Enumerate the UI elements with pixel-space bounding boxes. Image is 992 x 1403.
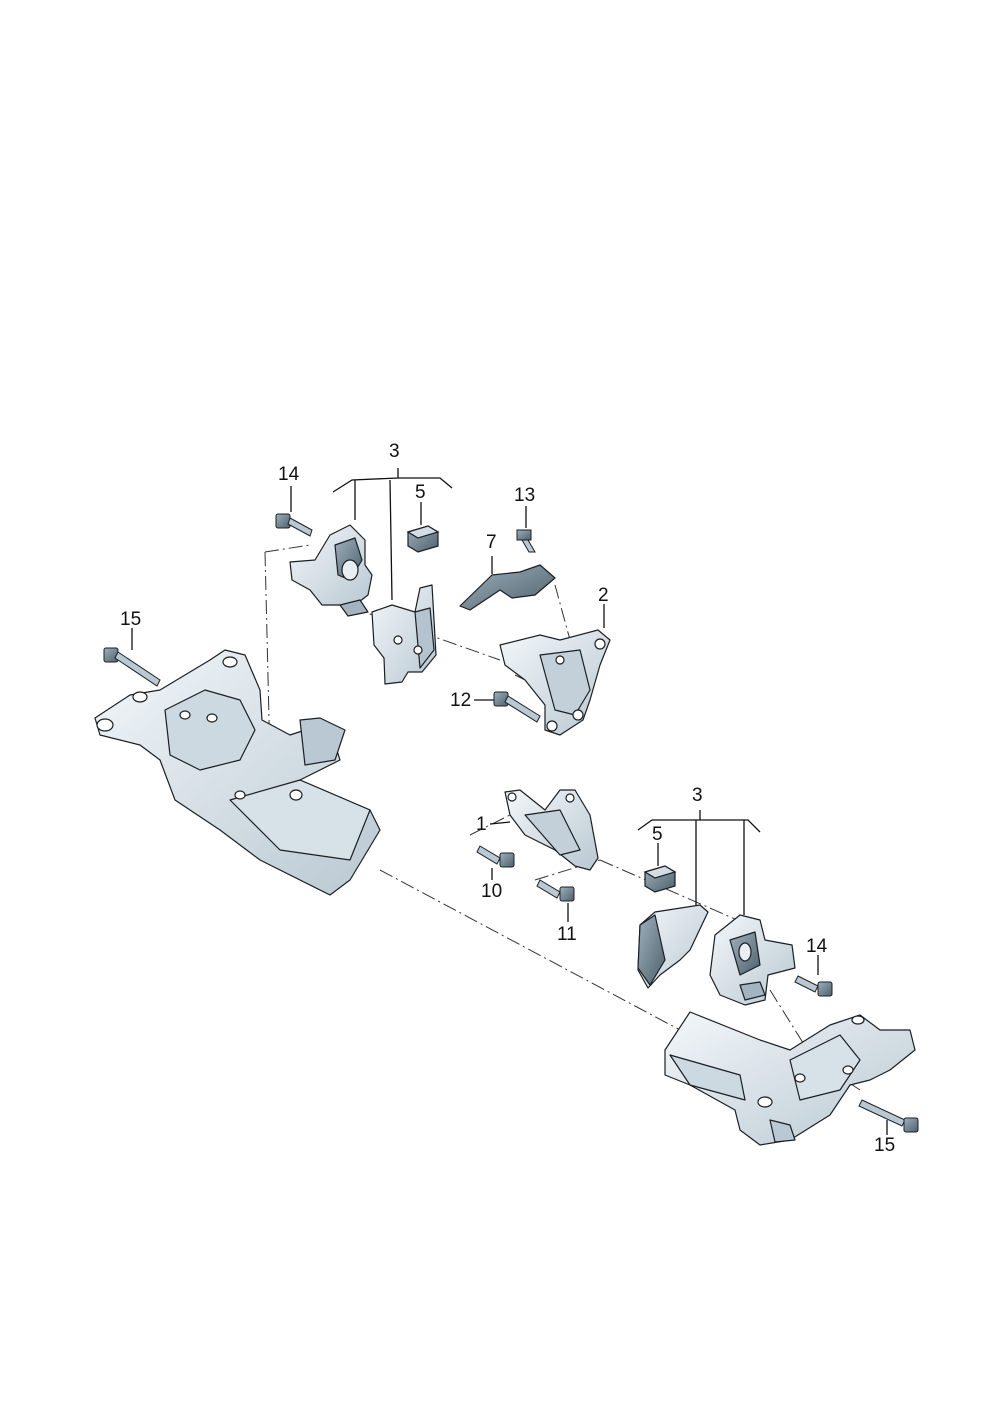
right-subframe <box>664 1011 916 1146</box>
callout-3-top: 3 <box>389 441 400 462</box>
mount-bracket-top <box>371 584 437 685</box>
callout-14-bottom: 14 <box>806 936 828 957</box>
bolt-14-top <box>275 513 313 537</box>
callout-3-bottom: 3 <box>692 785 703 806</box>
engine-mount-left <box>289 524 373 617</box>
buffer-5-top <box>406 525 440 553</box>
callout-5-bottom: 5 <box>652 824 663 845</box>
callout-14-top: 14 <box>278 464 300 485</box>
engine-mount-right <box>709 914 796 1006</box>
bracket-1 <box>504 789 599 871</box>
callout-2: 2 <box>598 585 609 606</box>
callout-15-left: 15 <box>120 609 142 630</box>
callout-1: 1 <box>476 814 487 835</box>
bolt-14-bottom <box>794 975 833 997</box>
buffer-5-bottom <box>643 865 677 893</box>
bolt-15-left <box>103 647 161 687</box>
bolt-11 <box>536 879 575 902</box>
callout-15-right: 15 <box>874 1135 896 1156</box>
callout-12: 12 <box>450 690 472 711</box>
callout-5-top: 5 <box>415 482 426 503</box>
callout-11: 11 <box>557 924 577 945</box>
bracket-2 <box>499 629 611 736</box>
mount-bracket-bottom <box>637 904 709 989</box>
bolt-12 <box>493 691 541 723</box>
callout-13: 13 <box>514 485 536 506</box>
heat-shield-7 <box>459 564 556 611</box>
bolt-10 <box>476 845 515 868</box>
bolt-15-right <box>858 1099 919 1133</box>
callout-10: 10 <box>481 881 503 902</box>
left-subframe <box>94 649 381 896</box>
callout-7: 7 <box>486 532 497 553</box>
leader-lines <box>131 468 888 1135</box>
bolt-13 <box>516 529 536 553</box>
